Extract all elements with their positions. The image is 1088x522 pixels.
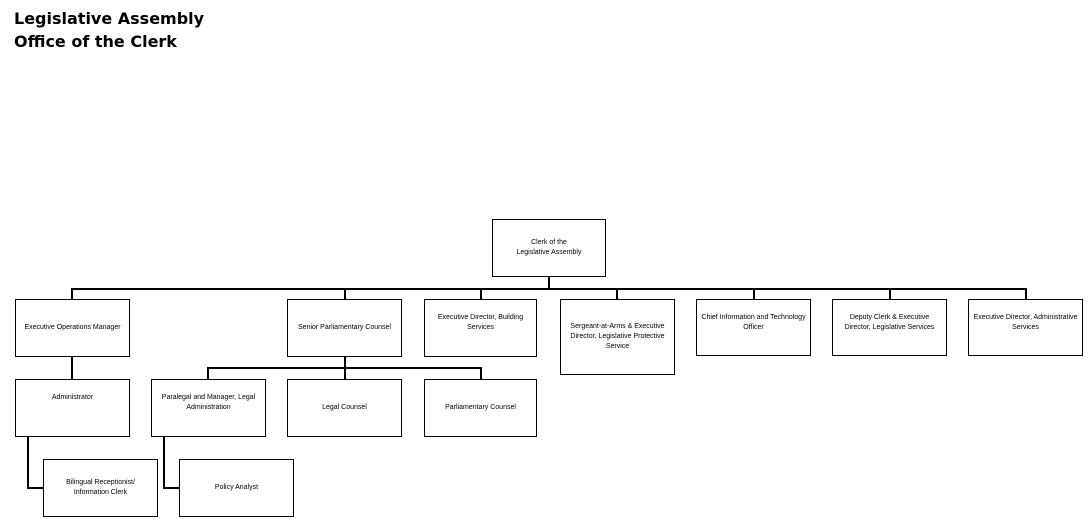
- connector-clerk-down: [548, 276, 550, 289]
- box-paralegal-manager: Paralegal and Manager, Legal Administrat…: [151, 379, 266, 437]
- label-executive-director-administrative-services: Executive Director, Administrative Servi…: [973, 314, 1078, 331]
- connector-main-bus: [71, 288, 1026, 290]
- box-chief-information-technology-officer: Chief Information and Technology Officer: [696, 299, 811, 356]
- label-executive-operations-manager: Executive Operations Manager: [24, 324, 121, 331]
- box-executive-director-building-services: Executive Director, Building Services: [424, 299, 537, 357]
- box-administrator: Administrator: [15, 379, 130, 437]
- connector-senior-counsel-down: [344, 356, 346, 368]
- box-executive-director-administrative-services: Executive Director, Administrative Servi…: [968, 299, 1083, 356]
- label-legal-counsel: Legal Counsel: [322, 404, 367, 411]
- box-parliamentary-counsel: Parliamentary Counsel: [424, 379, 537, 437]
- label-clerk: Clerk of the Legislative Assembly: [516, 239, 582, 256]
- box-senior-parliamentary-counsel: Senior Parliamentary Counsel: [287, 299, 402, 357]
- label-bilingual-receptionist: Bilingual Receptionist/ Information Cler…: [66, 479, 135, 496]
- connector-sergeant: [616, 288, 618, 300]
- connector-paralegal: [207, 367, 209, 380]
- connector-deputy-clerk: [889, 288, 891, 300]
- label-parliamentary-counsel: Parliamentary Counsel: [445, 404, 516, 411]
- label-paralegal-manager: Paralegal and Manager, Legal Administrat…: [161, 394, 256, 411]
- connector-parliamentary-counsel: [480, 367, 482, 380]
- connector-exec-ops-down: [71, 356, 73, 380]
- box-sergeant-at-arms: Sergeant-at-Arms & Executive Director, L…: [560, 299, 675, 375]
- box-policy-analyst: Policy Analyst: [179, 459, 294, 517]
- label-sergeant-at-arms: Sergeant-at-Arms & Executive Director, L…: [570, 323, 665, 350]
- connector-cito: [753, 288, 755, 300]
- connector-paralegal-left: [163, 436, 165, 488]
- connector-senior-counsel: [344, 288, 346, 300]
- page-title: Legislative Assembly: [14, 9, 205, 28]
- label-policy-analyst: Policy Analyst: [214, 484, 259, 491]
- label-chief-information-technology-officer: Chief Information and Technology Officer: [701, 314, 806, 331]
- box-legal-counsel: Legal Counsel: [287, 379, 402, 437]
- connector-admin-services: [1025, 288, 1027, 300]
- box-clerk: Clerk of the Legislative Assembly: [492, 219, 606, 277]
- box-executive-operations-manager: Executive Operations Manager: [15, 299, 130, 357]
- connector-to-receptionist: [27, 487, 44, 489]
- connector-exec-ops: [71, 288, 73, 300]
- connector-to-policy-analyst: [163, 487, 180, 489]
- page-subtitle: Office of the Clerk: [14, 32, 177, 51]
- label-deputy-clerk: Deputy Clerk & Executive Director, Legis…: [844, 314, 935, 331]
- connector-admin-left: [27, 436, 29, 488]
- box-deputy-clerk: Deputy Clerk & Executive Director, Legis…: [832, 299, 947, 356]
- label-senior-parliamentary-counsel: Senior Parliamentary Counsel: [298, 324, 391, 331]
- header: Legislative Assembly Office of the Clerk: [14, 7, 204, 53]
- label-executive-director-building-services: Executive Director, Building Services: [437, 314, 524, 331]
- label-administrator: Administrator: [51, 394, 94, 401]
- box-bilingual-receptionist: Bilingual Receptionist/ Information Cler…: [43, 459, 158, 517]
- connector-building-services: [480, 288, 482, 300]
- connector-legal-counsel: [344, 367, 346, 380]
